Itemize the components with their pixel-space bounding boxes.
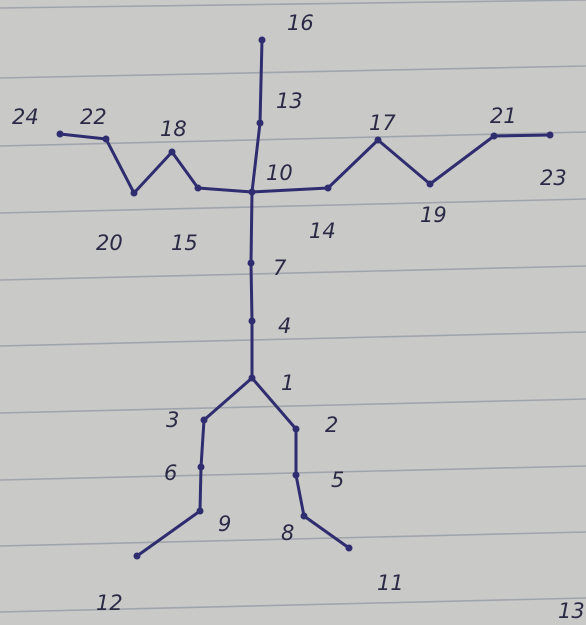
edge-15-18: [170, 150, 200, 190]
edge-19-21: [428, 134, 496, 186]
node-22: [102, 135, 110, 143]
node-label-18: 18: [160, 117, 187, 141]
node-label-6: 6: [164, 461, 177, 485]
node-label-20: 20: [96, 231, 123, 255]
node-13: [256, 119, 264, 127]
node-3: [200, 416, 208, 424]
node-18: [168, 148, 176, 156]
node-label-14: 14: [309, 219, 336, 243]
node-20: [130, 189, 138, 197]
node-label-2: 2: [325, 413, 338, 437]
node-label-7: 7: [273, 256, 287, 280]
edge-10-14: [250, 186, 330, 194]
page-number: 13: [558, 599, 585, 623]
node-label-24: 24: [12, 105, 39, 129]
node-label-10: 10: [266, 161, 293, 185]
edge-10-7: [249, 190, 254, 265]
node-label-23: 23: [540, 166, 567, 190]
node-label-13: 13: [276, 89, 303, 113]
node-label-22: 22: [80, 105, 107, 129]
edge-8-11: [302, 514, 351, 550]
node-23: [546, 131, 554, 139]
node-9: [196, 507, 204, 515]
node-1: [248, 374, 256, 382]
node-label-5: 5: [331, 468, 344, 492]
node-2: [292, 425, 300, 433]
node-label-1: 1: [281, 371, 294, 395]
node-21: [490, 132, 498, 140]
edge-1-3: [202, 376, 254, 422]
tree-edges: [58, 38, 552, 558]
edge-18-20: [132, 150, 174, 195]
edge-5-8: [294, 473, 306, 518]
node-24: [56, 130, 64, 138]
node-label-15: 15: [171, 231, 198, 255]
node-label-12: 12: [96, 591, 123, 615]
node-label-16: 16: [287, 11, 314, 35]
edge-17-19: [376, 138, 432, 186]
node-16: [258, 36, 266, 44]
node-12: [133, 552, 141, 560]
node-label-3: 3: [166, 408, 179, 432]
node-7: [247, 259, 255, 267]
node-5: [292, 471, 300, 479]
node-19: [426, 180, 434, 188]
node-label-4: 4: [278, 314, 291, 338]
node-14: [324, 184, 332, 192]
edge-6-9: [198, 465, 203, 513]
edge-20-22: [104, 137, 136, 195]
node-11: [345, 544, 353, 552]
node-4: [248, 317, 256, 325]
node-10: [248, 188, 256, 196]
node-label-17: 17: [369, 111, 396, 135]
edge-3-6: [199, 418, 206, 469]
edge-9-12: [135, 509, 202, 558]
edge-7-4: [249, 261, 254, 323]
node-label-11: 11: [377, 571, 404, 595]
edge-22-24: [58, 132, 108, 141]
node-label-8: 8: [281, 521, 294, 545]
edge-16-13: [258, 38, 264, 125]
node-17: [374, 136, 382, 144]
node-6: [197, 463, 205, 471]
node-label-9: 9: [218, 512, 231, 536]
edge-1-2: [250, 376, 298, 431]
node-15: [194, 184, 202, 192]
node-label-21: 21: [490, 104, 517, 128]
edge-21-23: [492, 133, 552, 138]
node-8: [300, 512, 308, 520]
edge-14-17: [326, 138, 380, 190]
tree-nodes: [56, 36, 554, 560]
edge-13-10: [250, 121, 262, 194]
node-label-19: 19: [420, 203, 447, 227]
edge-10-15: [196, 186, 254, 194]
